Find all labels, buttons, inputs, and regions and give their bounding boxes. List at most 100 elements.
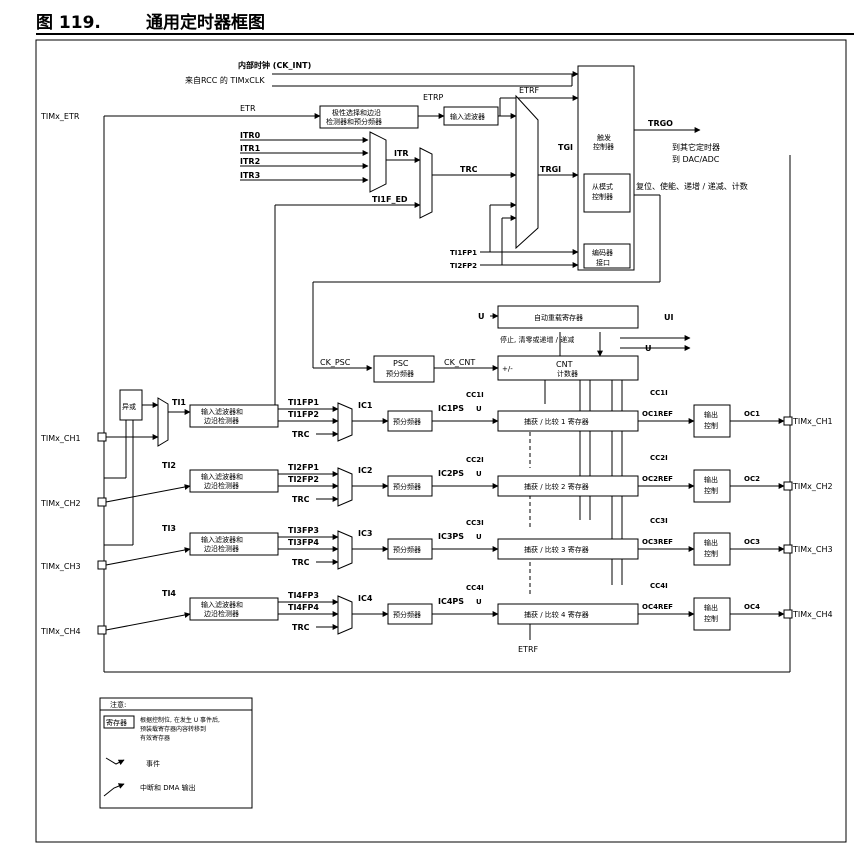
output-pin-label: TIMx_CH3: [792, 545, 833, 554]
filter-edge-line2: 边沿检测器: [204, 481, 239, 490]
itr-label: ITR: [394, 149, 409, 158]
ic-label: IC1: [358, 401, 373, 410]
output-ctrl-line2: 控制: [704, 614, 718, 623]
output-ctrl-line1: 输出: [704, 603, 718, 612]
etrf-bottom-label: ETRF: [518, 645, 539, 654]
figure-header: 图 119. 通用定时器框图: [6, 2, 854, 36]
u-label: U: [476, 598, 482, 606]
ti1fp1-enc-label: TI1FP1: [450, 249, 477, 257]
trgo-label: TRGO: [648, 119, 673, 128]
rcc-clk-label: 来自RCC 的 TIMxCLK: [185, 75, 265, 85]
cnt-block: [497, 355, 639, 381]
trigger-ctrl-line2: 控制器: [593, 142, 614, 151]
ti1-mux: [157, 397, 169, 447]
fp-a-label: TI4FP3: [288, 591, 319, 600]
ccr-label: 捕获 / 比较 4 寄存器: [524, 610, 589, 619]
ccr-label: 捕获 / 比较 1 寄存器: [524, 417, 589, 426]
icps-label: IC3PS: [438, 532, 464, 541]
trigger-controller: [577, 65, 635, 271]
etrp-label: ETRP: [423, 93, 444, 102]
ccr-cci-label: CC4I: [650, 582, 668, 590]
legend-reg-desc-2: 预装载寄存器内容转移到: [140, 725, 206, 733]
ti-label: TI2: [162, 461, 176, 470]
trc-label: TRC: [460, 165, 478, 174]
oc-label: OC1: [744, 410, 760, 418]
filter-edge-line1: 输入滤波器和: [201, 407, 243, 416]
ic-prescaler-label: 预分频器: [393, 545, 421, 554]
polarity-line2: 检测器和预分频器: [326, 117, 382, 126]
xor-block: [119, 389, 143, 421]
input-pin-label: TIMx_CH2: [40, 499, 81, 508]
ti-label: TI1: [172, 398, 186, 407]
psc-label: PSC: [393, 359, 409, 368]
filter-edge-block: [189, 532, 279, 556]
channel-2: TIMx_CH2TI2输入滤波器和边沿检测器TI2FP1TI2FP2TRCIC2…: [40, 454, 833, 508]
ccr-label: 捕获 / 比较 3 寄存器: [524, 545, 589, 554]
fp-a-label: TI1FP1: [288, 398, 319, 407]
filter-edge-line2: 边沿检测器: [204, 609, 239, 618]
stop-clear-label: 停止, 清零或递增 / 递减: [500, 335, 574, 344]
auto-reload-register: [497, 305, 639, 329]
u-label-reload: U: [478, 312, 485, 321]
itr0-label: ITR0: [240, 131, 261, 140]
ui-label: UI: [664, 313, 673, 322]
to-other-timers: 到其它定时器: [672, 142, 720, 152]
polarity-block: [319, 105, 419, 129]
output-control-block: [693, 597, 731, 631]
u-label-right: U: [645, 344, 652, 353]
etr-label: ETR: [240, 104, 256, 113]
output-ctrl-line2: 控制: [704, 421, 718, 430]
ic-label: IC2: [358, 466, 372, 475]
output-pin-box: [783, 481, 793, 491]
cnt-sub-label: 计数器: [557, 369, 578, 378]
slave-actions-label: 复位、使能、递增 / 递减、计数: [636, 181, 748, 191]
icps-label: IC2PS: [438, 469, 464, 478]
itr-mux: [369, 131, 387, 193]
legend-event: 事件: [146, 759, 160, 768]
event-arrow-icon: [105, 757, 125, 766]
trc-mux: [419, 147, 433, 219]
ic-prescaler-label: 预分频器: [393, 482, 421, 491]
filter-edge-line1: 输入滤波器和: [201, 535, 243, 544]
output-pin-label: TIMx_CH2: [792, 482, 833, 491]
ccr-label: 捕获 / 比较 2 寄存器: [524, 482, 589, 491]
trc-input-label: TRC: [292, 495, 310, 504]
output-ctrl-line1: 输出: [704, 475, 718, 484]
output-ctrl-line1: 输出: [704, 410, 718, 419]
u-label: U: [476, 470, 482, 478]
ic-prescaler-label: 预分频器: [393, 610, 421, 619]
ocref-label: OC3REF: [642, 538, 673, 546]
input-pin-label: TIMx_CH4: [40, 627, 81, 636]
input-pin-box: [97, 625, 107, 635]
psc-block: [373, 355, 435, 383]
input-pin-label: TIMx_CH1: [40, 434, 81, 443]
auto-reload-label: 自动重载寄存器: [534, 313, 583, 322]
channel-4: TIMx_CH4TI4输入滤波器和边沿检测器TI4FP3TI4FP4TRCIC4…: [40, 582, 833, 636]
filter-edge-block: [189, 404, 279, 428]
ccr-cci-label: CC3I: [650, 517, 668, 525]
cci-label: CC1I: [466, 391, 484, 399]
fp-a-label: TI2FP1: [288, 463, 319, 472]
ocref-label: OC1REF: [642, 410, 673, 418]
fp-b-label: TI3FP4: [288, 538, 319, 547]
legend-reg-box: 寄存器: [106, 718, 127, 727]
figure-title: 通用定时器框图: [146, 13, 265, 33]
plus-minus-label: +/-: [502, 365, 513, 373]
cci-label: CC4I: [466, 584, 484, 592]
output-pin-label: TIMx_CH4: [792, 610, 833, 619]
timx-etr-label: TIMx_ETR: [40, 112, 80, 121]
output-ctrl-line2: 控制: [704, 549, 718, 558]
ic-mux: [337, 402, 353, 442]
legend-reg-desc-1: 根据控制位, 在发生 U 事件后,: [140, 716, 220, 724]
ti-label: TI3: [162, 524, 176, 533]
etrf-label: ETRF: [519, 86, 540, 95]
output-control-block: [693, 404, 731, 438]
ic-label: IC4: [358, 594, 373, 603]
filter-edge-block: [189, 469, 279, 493]
output-control-block: [693, 469, 731, 503]
ic-mux: [337, 467, 353, 507]
cci-label: CC2I: [466, 456, 484, 464]
encoder-interface: [583, 243, 631, 269]
filter-edge-block: [189, 597, 279, 621]
